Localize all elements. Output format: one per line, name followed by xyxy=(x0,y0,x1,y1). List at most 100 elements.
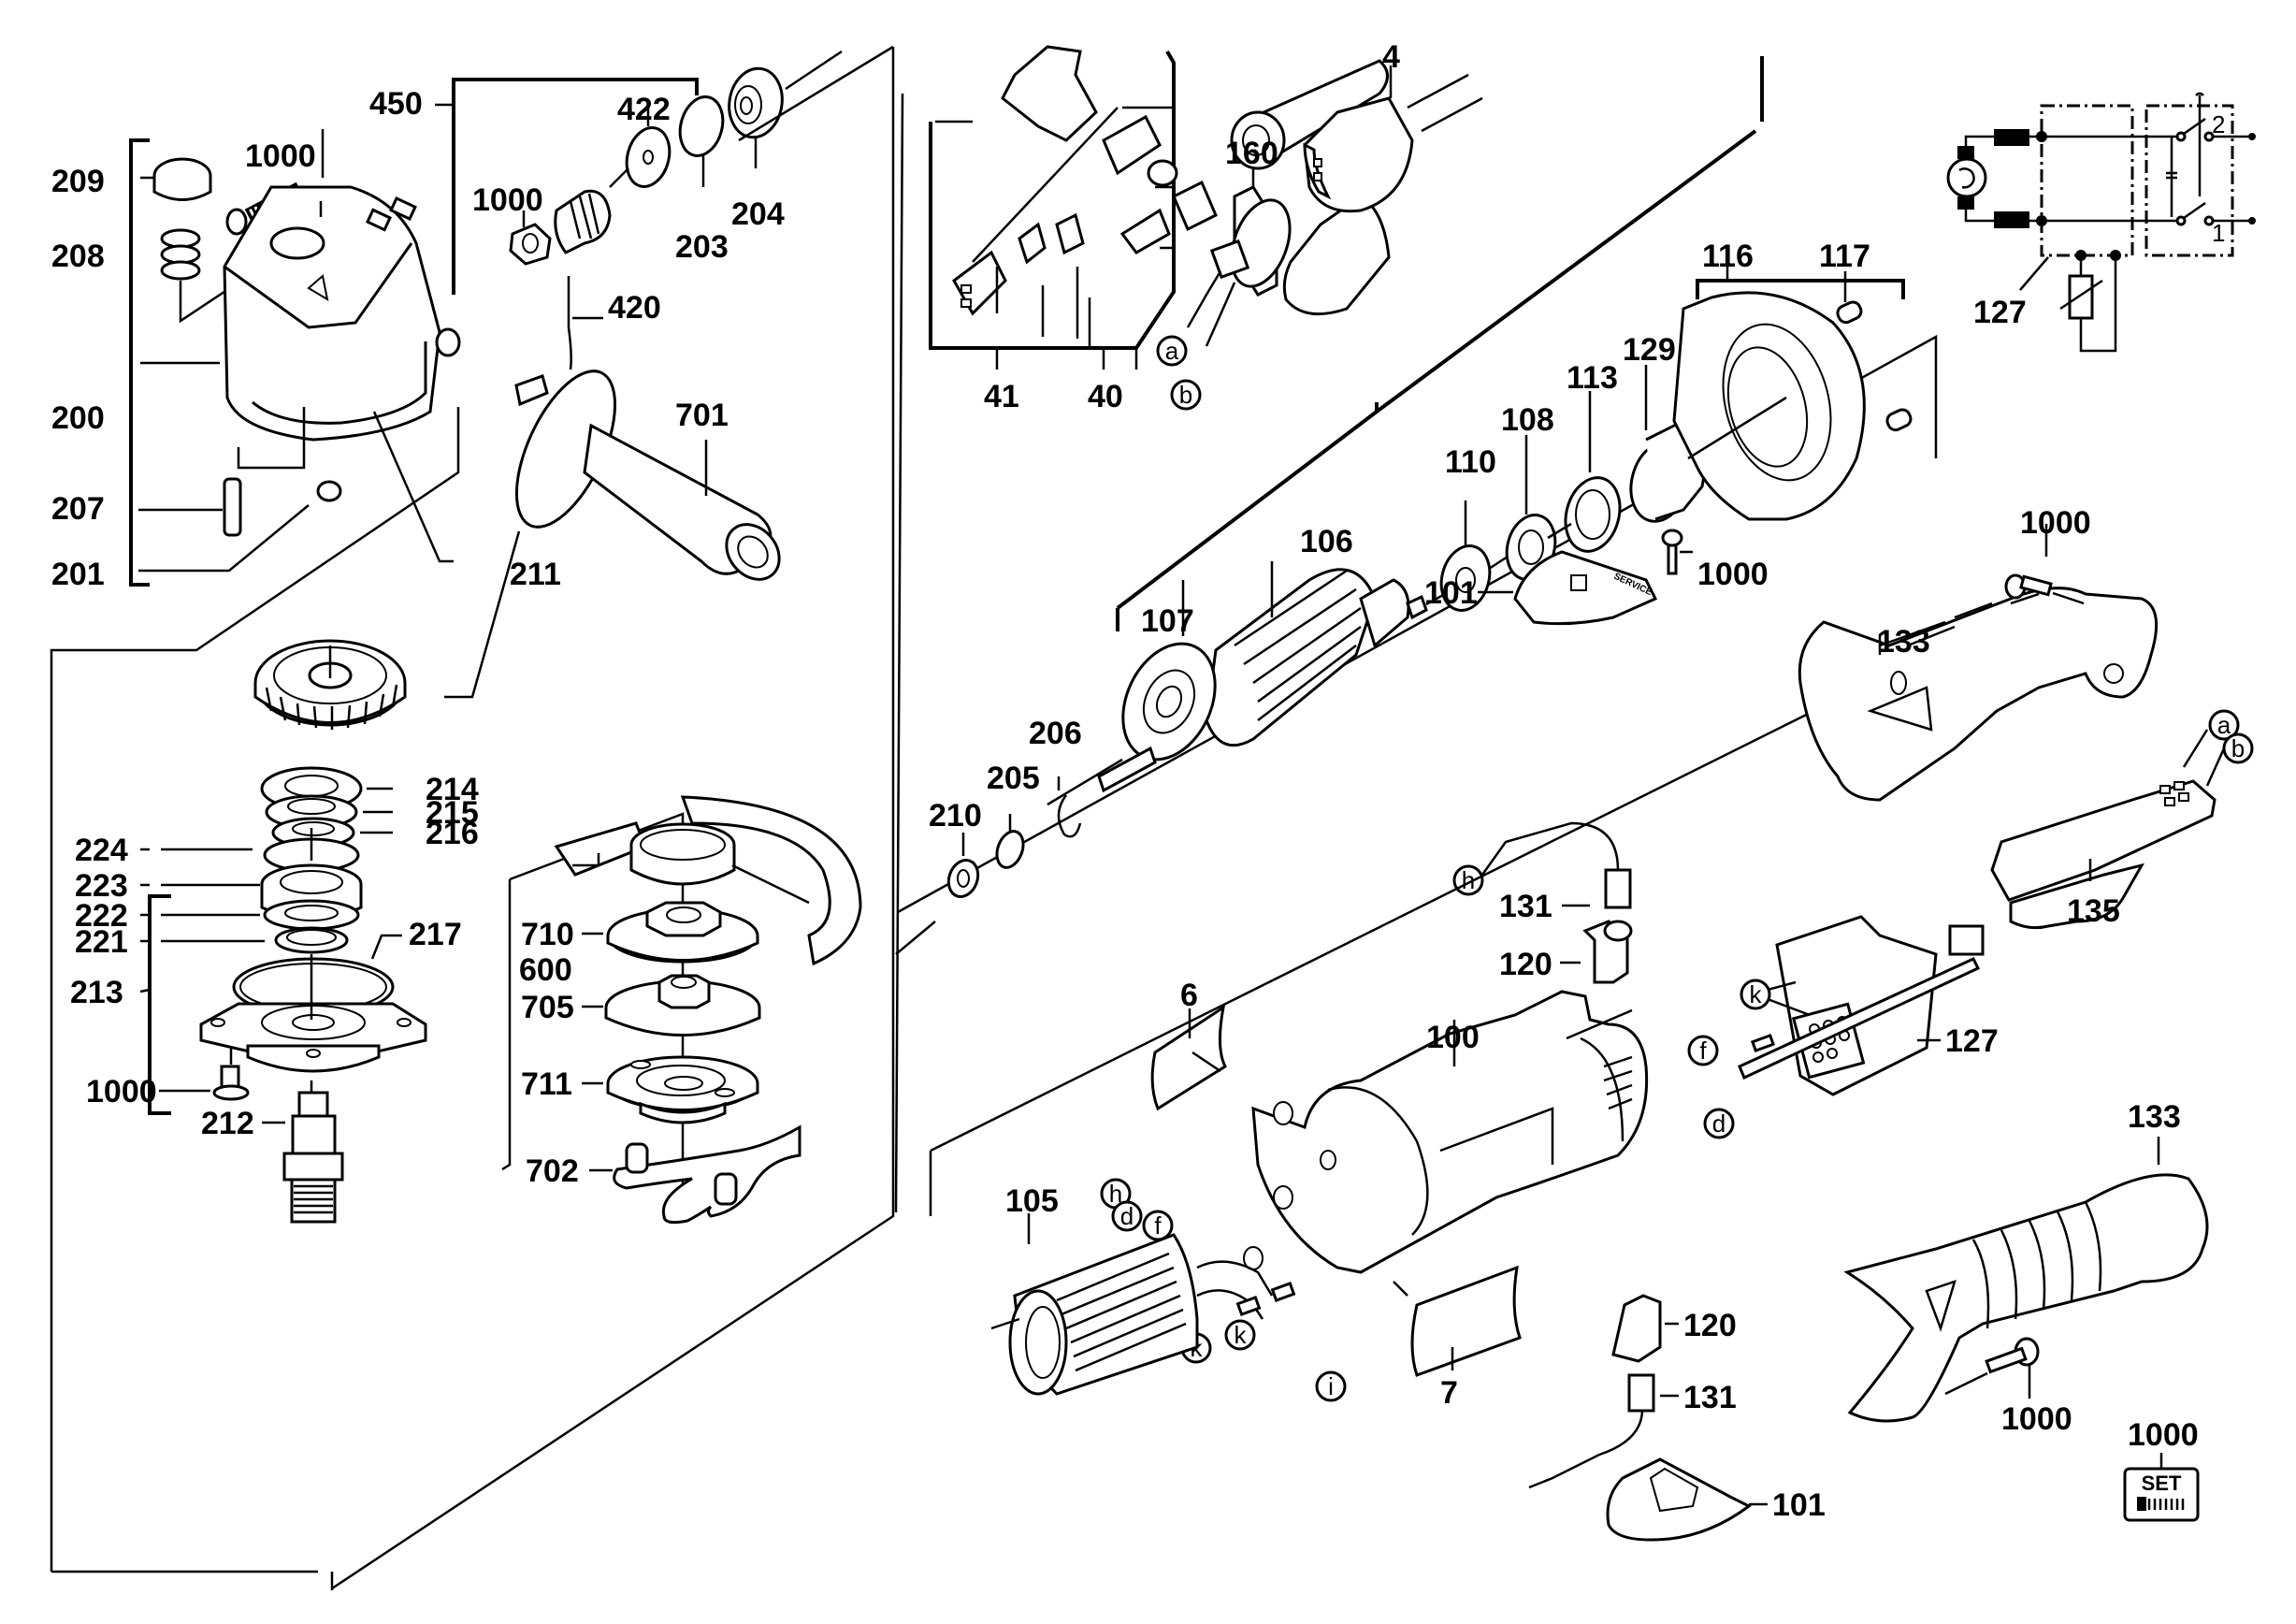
svg-text:f: f xyxy=(1154,1211,1162,1240)
part-210-washer xyxy=(946,833,980,898)
callout-211: 211 xyxy=(510,557,561,592)
callout-204: 204 xyxy=(731,196,785,232)
connector-i-2: i xyxy=(1315,1370,1347,1402)
callout-600: 600 xyxy=(519,952,572,988)
bracket-450 xyxy=(452,78,699,295)
svg-text:a: a xyxy=(2217,711,2231,739)
part-4-power-cord xyxy=(1303,65,1483,213)
svg-text:i: i xyxy=(1328,1372,1334,1400)
callout-133-a: 133 xyxy=(1877,624,1930,660)
part-101-brush-cap-a: SERVICE xyxy=(1478,550,1658,626)
callout-116: 116 xyxy=(1702,239,1754,274)
part-101-brush-cap-b xyxy=(1606,1457,1768,1542)
callout-210: 210 xyxy=(929,798,982,834)
callout-117: 117 xyxy=(1819,239,1870,274)
part-422-washer xyxy=(609,106,671,188)
part-212-spindle xyxy=(262,1080,344,1224)
part-100-motor-housing xyxy=(1243,990,1649,1274)
part-41-terminal-block xyxy=(952,212,1085,316)
callout-1000-f: 1000 xyxy=(2001,1401,2072,1437)
callout-209: 209 xyxy=(51,164,105,199)
part-711-flange xyxy=(582,1055,759,1124)
part-1000-nut-b xyxy=(509,210,552,266)
part-131-carbon-brush-a xyxy=(1480,821,1632,909)
part-105-stator xyxy=(990,1213,1296,1396)
callout-113: 113 xyxy=(1567,360,1618,396)
connector-h-1: h xyxy=(1452,864,1484,896)
svg-text:f: f xyxy=(1699,1037,1707,1065)
part-116-fan-baffle xyxy=(1672,267,1905,521)
part-217-o-ring xyxy=(232,934,402,1017)
callout-203: 203 xyxy=(675,229,729,265)
connector-d-2: d xyxy=(1111,1200,1143,1232)
svg-text:k: k xyxy=(1235,1321,1248,1349)
callout-222: 222 xyxy=(75,898,128,934)
callout-120-a: 120 xyxy=(1499,947,1552,982)
svg-text:d: d xyxy=(1712,1109,1726,1138)
callout-107: 107 xyxy=(1141,603,1194,639)
callout-labels: 450 422 204 203 1000 1000 209 208 200 20… xyxy=(51,39,2199,1523)
callout-133-b: 133 xyxy=(2128,1099,2181,1135)
part-211-bevel-gear xyxy=(253,639,407,730)
connector-f-2: f xyxy=(1142,1210,1174,1241)
part-135-switch xyxy=(1990,729,2226,930)
part-206-circlip xyxy=(1057,776,1082,838)
callout-206: 206 xyxy=(1029,716,1082,751)
guard-group xyxy=(501,795,862,1225)
part-6-label xyxy=(1150,1004,1227,1111)
part-205-washer xyxy=(995,814,1025,869)
part-208-spring xyxy=(160,228,310,324)
callout-120-b: 120 xyxy=(1683,1308,1737,1343)
svg-text:k: k xyxy=(1750,980,1763,1008)
callout-41: 41 xyxy=(984,379,1019,414)
armature-group: SERVICE xyxy=(895,56,1938,955)
callout-1000-c: 1000 xyxy=(86,1074,157,1109)
bracket-213 xyxy=(148,894,171,1115)
callout-106: 106 xyxy=(1300,524,1353,559)
part-7-label xyxy=(1393,1265,1522,1377)
part-160-strain-relief xyxy=(1186,168,1292,347)
callout-702: 702 xyxy=(526,1153,579,1189)
callout-710: 710 xyxy=(521,917,574,952)
part-204-bearing xyxy=(728,50,843,168)
callout-108: 108 xyxy=(1501,402,1554,438)
callout-711: 711 xyxy=(521,1066,572,1102)
callout-127-b: 127 xyxy=(1945,1023,1999,1059)
callout-205: 205 xyxy=(987,761,1040,796)
callout-212: 212 xyxy=(201,1106,254,1141)
part-131-carbon-brush-b xyxy=(1528,1373,1679,1489)
callout-135: 135 xyxy=(2067,893,2120,929)
callout-200: 200 xyxy=(51,400,105,436)
callout-420: 420 xyxy=(608,290,661,326)
bracket-200 xyxy=(129,138,150,587)
part-701-side-handle xyxy=(514,370,781,581)
svg-text:h: h xyxy=(1462,866,1475,894)
part-224-circlip xyxy=(140,828,360,873)
connector-f-1: f xyxy=(1687,1035,1719,1066)
callout-217: 217 xyxy=(409,917,462,952)
connector-k-1: k xyxy=(1740,979,1771,1010)
callout-1000-e: 1000 xyxy=(2020,505,2091,541)
callout-215: 215 xyxy=(426,795,479,831)
callout-1000-d: 1000 xyxy=(1697,557,1769,592)
callout-131-a: 131 xyxy=(1499,889,1552,924)
part-133-handle-half-b xyxy=(1843,1137,2209,1423)
part-200-gear-housing xyxy=(140,185,461,442)
callout-221: 221 xyxy=(75,924,128,960)
part-705-nut xyxy=(582,974,761,1037)
callout-216: 216 xyxy=(426,816,479,851)
callout-450: 450 xyxy=(369,86,423,122)
callout-7: 7 xyxy=(1440,1375,1458,1411)
part-221-ring xyxy=(140,926,349,954)
part-117-pin xyxy=(1836,271,1913,432)
part-120-brush-holder-b xyxy=(1611,1294,1679,1363)
callout-6: 6 xyxy=(1180,978,1198,1013)
callout-105: 105 xyxy=(1005,1183,1059,1219)
wiring-schematic: 2 1 xyxy=(1946,92,2256,353)
connector-b-2: b xyxy=(2222,732,2254,764)
callout-208: 208 xyxy=(51,239,105,274)
svg-text:1: 1 xyxy=(2212,219,2225,247)
callout-201: 201 xyxy=(51,557,105,592)
part-207-pin xyxy=(138,407,306,537)
